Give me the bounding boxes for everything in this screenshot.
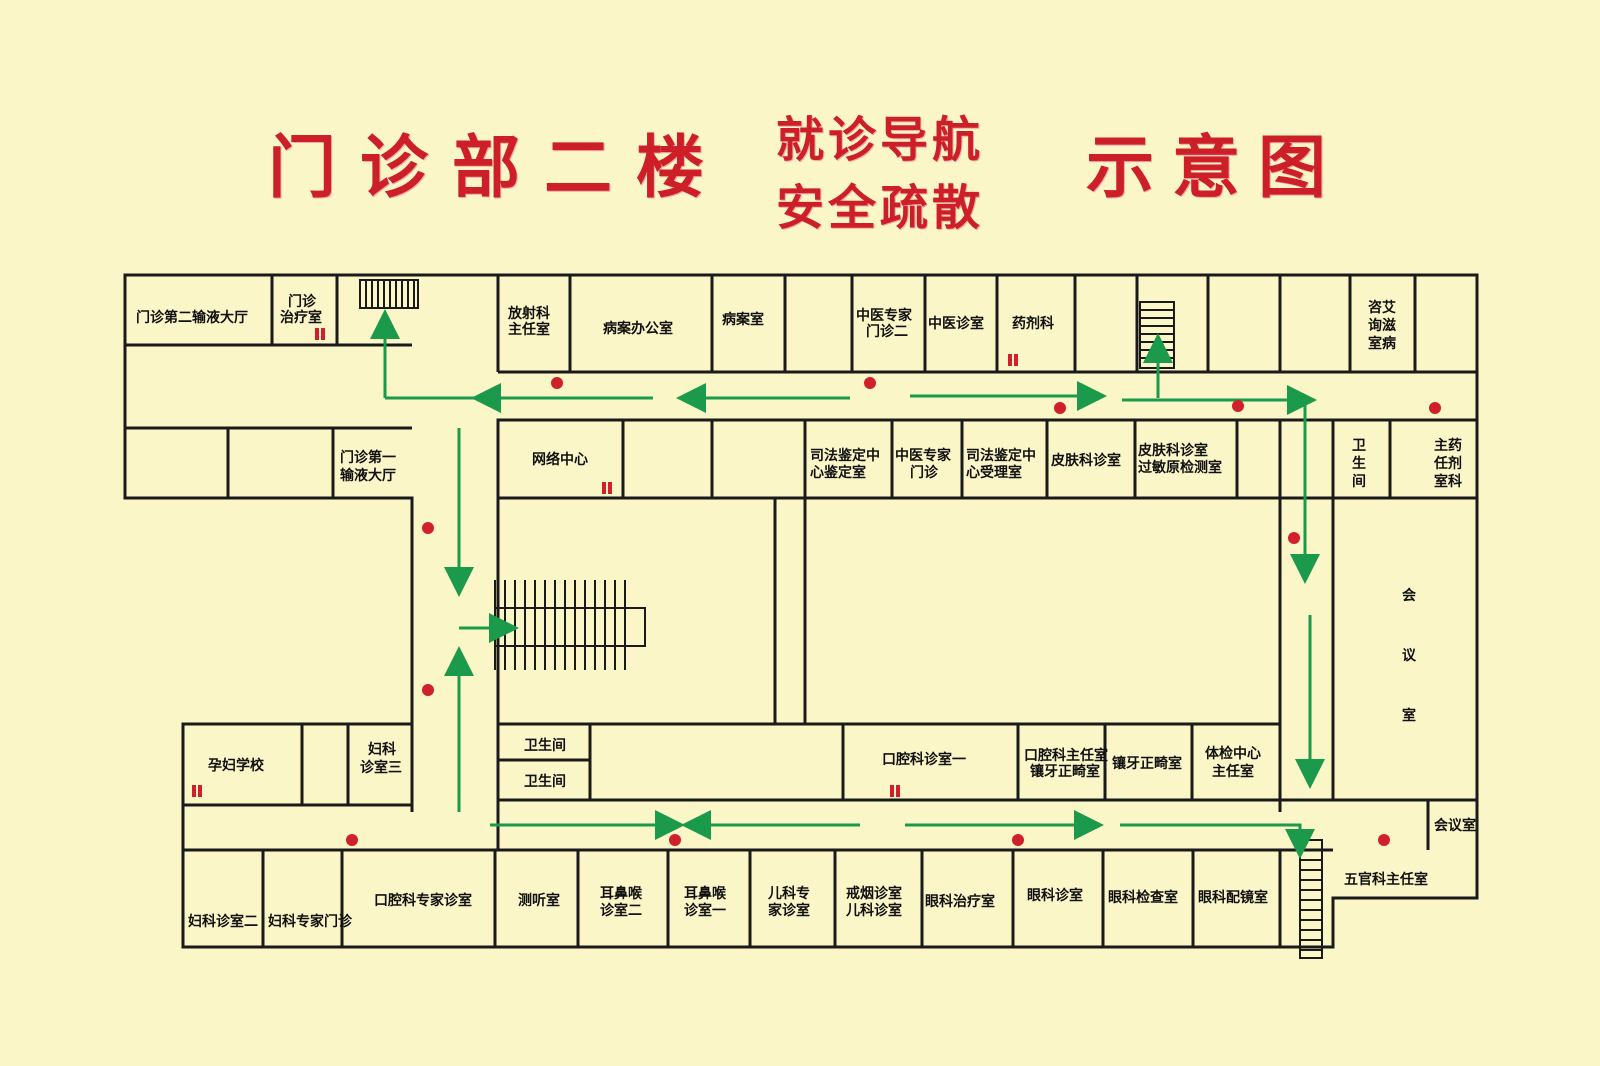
room-label: 门诊 xyxy=(288,293,317,310)
room-label: 诊室三 xyxy=(360,759,402,776)
map-title-evacuation: 安全疏散 xyxy=(776,180,985,236)
room-label: 室病 xyxy=(1368,335,1396,352)
room-label: 中医诊室 xyxy=(928,315,984,332)
room-label: 诊室一 xyxy=(684,902,726,919)
room-label: 镶牙正畸室 xyxy=(1112,755,1182,772)
evacuation-routes xyxy=(370,309,1325,859)
fire-extinguisher-icon xyxy=(192,785,196,797)
room-label: 家诊室 xyxy=(768,902,810,919)
room-label: 病案办公室 xyxy=(603,320,673,337)
room-label: 会议室 xyxy=(1434,817,1476,834)
room-label: 耳鼻喉 xyxy=(600,885,643,902)
room-label: 口腔科主任室 xyxy=(1024,747,1108,764)
room-label: 室科 xyxy=(1434,473,1462,490)
room-label: 咨艾 xyxy=(1368,299,1396,316)
fire-extinguisher-icon xyxy=(1014,354,1018,366)
fire-hydrant-icon xyxy=(1288,532,1300,544)
room-label: 药剂科 xyxy=(1012,315,1054,332)
room-label: 室 xyxy=(1402,707,1416,724)
room-label: 妇科 xyxy=(367,741,396,758)
fire-extinguisher-icon xyxy=(321,328,325,340)
room-label: 输液大厅 xyxy=(340,467,396,484)
fire-hydrant-icon xyxy=(1378,834,1390,846)
room-label: 门诊第一 xyxy=(340,449,396,466)
room-label: 妇科专家门诊 xyxy=(267,913,353,930)
room-label: 口腔科诊室一 xyxy=(882,751,966,768)
fire-hydrant-icon xyxy=(669,834,681,846)
room-label: 门诊 xyxy=(910,464,939,481)
room-labels: 门诊第二输液大厅 门诊 治疗室 放射科 主任室 病案办公室 病案室 中医专家 门… xyxy=(136,293,1476,930)
room-label: 中医专家 xyxy=(895,447,952,464)
room-label: 生 xyxy=(1352,455,1366,472)
fire-extinguisher-icon xyxy=(198,785,202,797)
fire-extinguisher-icon xyxy=(1008,354,1012,366)
room-label: 皮肤科诊室 xyxy=(1050,452,1121,469)
fire-extinguisher-icon xyxy=(602,482,606,494)
fire-extinguisher-icon xyxy=(608,482,612,494)
room-label: 间 xyxy=(1352,473,1366,490)
room-label: 妇科诊室二 xyxy=(187,913,258,930)
fire-safety-icons xyxy=(192,328,1441,846)
fire-hydrant-icon xyxy=(1012,834,1024,846)
room-label: 眼科配镜室 xyxy=(1198,889,1268,906)
fire-hydrant-icon xyxy=(346,834,358,846)
map-title-navigation: 就诊导航 xyxy=(776,112,985,168)
room-label: 测听室 xyxy=(518,892,560,909)
room-label: 门诊第二输液大厅 xyxy=(136,309,248,326)
staircase-icon xyxy=(359,279,419,309)
room-label: 眼科治疗室 xyxy=(925,893,995,910)
building-walls xyxy=(123,273,1479,949)
room-label: 耳鼻喉 xyxy=(684,885,727,902)
room-label: 主药 xyxy=(1434,437,1462,454)
room-label: 司法鉴定中 xyxy=(810,447,880,464)
room-label: 儿科诊室 xyxy=(845,902,902,919)
fire-hydrant-icon xyxy=(1429,402,1441,414)
evacuation-arrow-icon xyxy=(1120,823,1315,859)
room-label: 心受理室 xyxy=(966,464,1022,481)
room-label: 戒烟诊室 xyxy=(846,885,902,902)
room-label: 体检中心 xyxy=(1205,745,1261,762)
room-label: 网络中心 xyxy=(532,451,588,468)
room-label: 询滋 xyxy=(1368,317,1396,334)
room-label: 卫 xyxy=(1352,438,1366,454)
room-label: 镶牙正畸室 xyxy=(1030,763,1100,780)
fire-hydrant-icon xyxy=(422,522,434,534)
fire-extinguisher-icon xyxy=(896,785,900,797)
fire-hydrant-icon xyxy=(1054,402,1066,414)
room-label: 口腔科专家诊室 xyxy=(374,892,472,909)
room-label: 主任室 xyxy=(508,321,550,338)
fire-extinguisher-icon xyxy=(890,785,894,797)
fire-hydrant-icon xyxy=(422,684,434,696)
room-label: 主任室 xyxy=(1212,763,1254,780)
fire-extinguisher-icon xyxy=(315,328,319,340)
room-label: 心鉴定室 xyxy=(810,464,866,481)
room-label: 放射科 xyxy=(507,305,550,322)
room-label: 中医专家 xyxy=(856,307,913,324)
room-label: 诊室二 xyxy=(600,902,642,919)
room-label: 过敏原检测室 xyxy=(1138,459,1222,476)
room-label: 眼科检查室 xyxy=(1108,889,1178,906)
room-label: 儿科专 xyxy=(767,885,810,902)
fire-hydrant-icon xyxy=(551,377,563,389)
room-label: 卫生间 xyxy=(524,737,566,754)
room-label: 卫生间 xyxy=(524,773,566,790)
fire-hydrant-icon xyxy=(864,377,876,389)
room-label: 议 xyxy=(1402,648,1417,664)
room-label: 司法鉴定中 xyxy=(966,447,1036,464)
room-label: 治疗室 xyxy=(280,309,322,326)
room-label: 门诊二 xyxy=(866,323,908,340)
room-label: 眼科诊室 xyxy=(1027,887,1083,904)
room-label: 任剂 xyxy=(1433,455,1462,472)
room-label: 孕妇学校 xyxy=(208,757,265,774)
map-title-part3: 示意图 xyxy=(1086,128,1345,208)
room-label: 病案室 xyxy=(722,311,764,328)
fire-hydrant-icon xyxy=(1232,400,1244,412)
room-label: 皮肤科诊室 xyxy=(1137,442,1208,459)
room-label: 会 xyxy=(1402,587,1417,604)
room-label: 五官科主任室 xyxy=(1344,871,1428,888)
map-title-part1: 门诊部二楼 xyxy=(268,128,729,208)
